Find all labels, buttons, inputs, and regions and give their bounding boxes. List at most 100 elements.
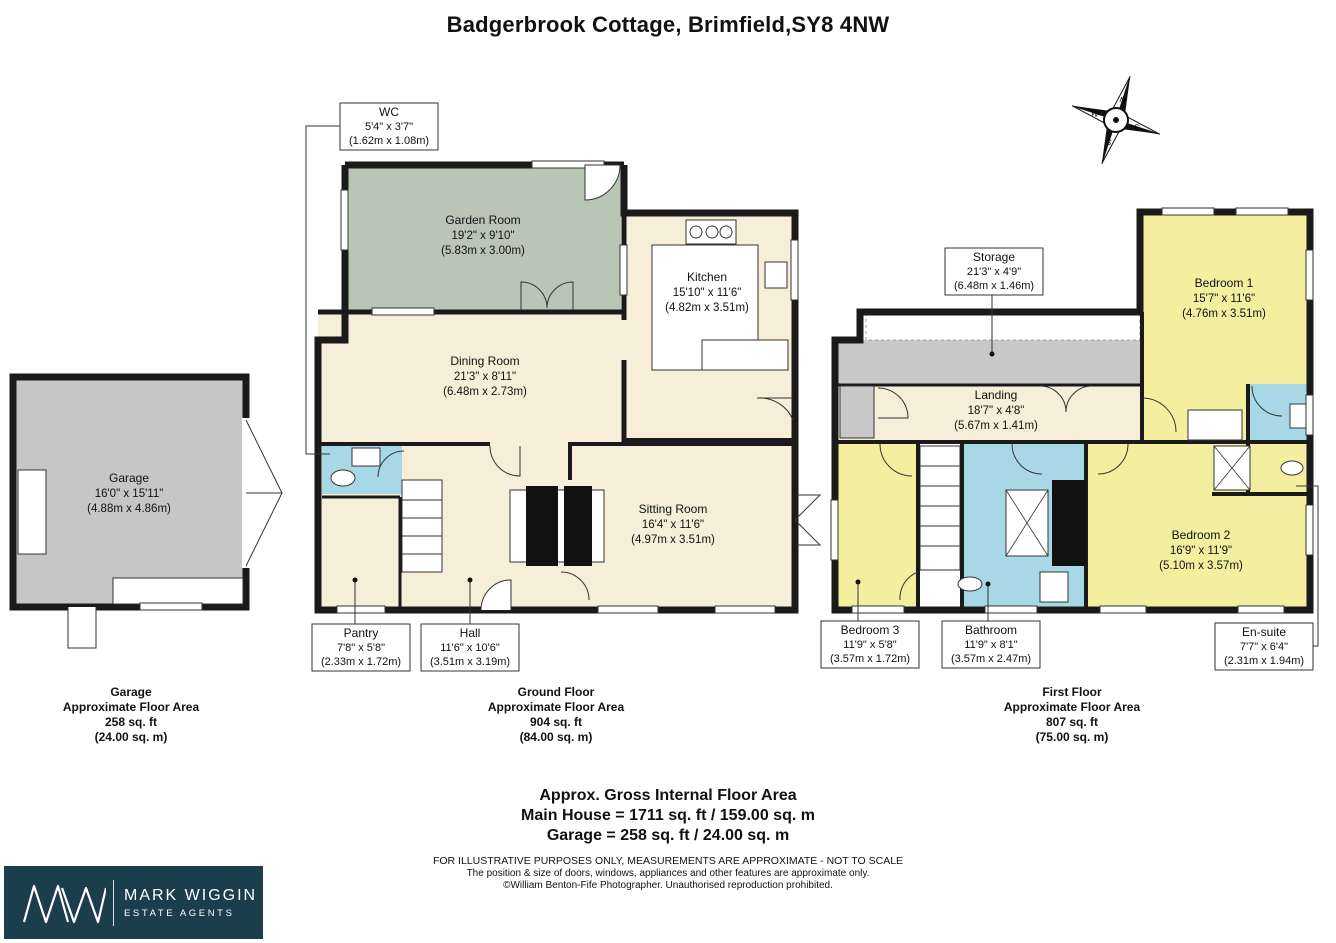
garage-dim-metric: (4.88m x 4.86m) (87, 503, 171, 515)
ensuite-name: En-suite (1242, 625, 1286, 639)
bedroom2-dim-metric: (5.10m x 3.57m) (1159, 560, 1243, 572)
logo-brand: MARK WIGGIN (124, 887, 258, 904)
pantry-marker (352, 577, 358, 583)
sitting-room-dim-imperial: 16'4" x 11'6" (642, 519, 704, 531)
storage-floor (838, 340, 1140, 384)
floor-area-sqft: 258 sq. ft (104, 715, 158, 729)
sitting-patio-doors (794, 494, 822, 546)
compass-s: S (1105, 137, 1113, 147)
floor-name: Garage (110, 685, 152, 699)
ensuite-toilet (1280, 460, 1304, 476)
bedroom1-window-top (1161, 207, 1215, 216)
garden-room-name: Garden Room (445, 213, 520, 227)
sitting-room-dim-metric: (4.97m x 3.51m) (631, 534, 715, 546)
bedroom3-marker (855, 579, 861, 585)
bedroom2-floor (1086, 442, 1308, 610)
bedroom1-wardrobe (1187, 409, 1243, 441)
sitting-window-1 (597, 605, 659, 614)
pantry-dim-metric: (2.33m x 1.72m) (321, 656, 401, 668)
garage-door-right (245, 492, 283, 567)
pantry-label-box (311, 623, 411, 672)
floor-area-label: Approximate Floor Area (487, 700, 625, 714)
bedroom2-window-side (1305, 504, 1314, 556)
wc-label-box (339, 102, 439, 151)
dining-window (371, 307, 435, 316)
wc-toilet (330, 469, 356, 487)
garden-room-door (584, 164, 621, 201)
bedroom3-floor (838, 442, 918, 610)
kitchen-dim-metric: (4.82m x 3.51m) (665, 302, 749, 314)
first-stairs (919, 445, 961, 571)
fireplace-right (564, 486, 592, 566)
hall-marker (467, 577, 473, 583)
bedroom2-window-bottom (1099, 605, 1147, 614)
bedroom3-label-box (820, 620, 920, 669)
dining-room-dim-imperial: 21'3" x 8'11" (454, 371, 516, 383)
ground-floor-plan: Garden Room 19'2" x 9'10" (5.83m x 3.00m… (305, 102, 822, 672)
compass-n: N (1118, 95, 1126, 105)
logo-subtitle: ESTATE AGENTS (124, 908, 235, 919)
garden-room-dim-imperial: 19'2" x 9'10" (451, 230, 514, 242)
bedroom3-name: Bedroom 3 (841, 623, 900, 637)
pantry-dim-imperial: 7'8" x 5'8" (337, 642, 385, 654)
floor-area-label: Approximate Floor Area (62, 700, 200, 714)
compass-rose-icon: N E S W (1072, 76, 1160, 164)
shower-cross (1213, 445, 1251, 491)
ensuite-dim-imperial: 7'7" x 6'4" (1240, 641, 1288, 653)
hob-ring (689, 225, 703, 239)
landing-name: Landing (975, 388, 1018, 402)
bedroom3-door (879, 443, 913, 477)
garage-side-door (67, 607, 97, 649)
disclaimer-line-3: ©William Benton-Fife Photographer. Unaut… (503, 880, 833, 891)
garage-plan: Garage 16'0" x 15'11" (4.88m x 4.86m) (9, 373, 283, 649)
ensuite-dim-metric: (2.31m x 1.94m) (1224, 655, 1304, 667)
bedroom3-window-side (830, 499, 839, 561)
mw-logo-icon (22, 884, 106, 924)
ensuite-basin (1289, 403, 1307, 429)
storage-marker (989, 351, 995, 357)
kitchen-dim-imperial: 15'10" x 11'6" (673, 287, 742, 299)
bathroom-dim-imperial: 11'9" x 8'1" (964, 639, 1017, 651)
bedroom1-name: Bedroom 1 (1195, 276, 1254, 290)
floor-area-sqm: (24.00 sq. m) (94, 730, 168, 744)
wc-basin (351, 447, 381, 467)
garage-dim-imperial: 16'0" x 15'11" (95, 488, 164, 500)
garage-door-left (245, 419, 283, 494)
garden-room-floor (345, 165, 621, 310)
airing-cupboard (839, 385, 875, 439)
chimney-breast (1052, 480, 1086, 566)
bedroom1-door (1141, 397, 1177, 433)
bedroom2-name: Bedroom 2 (1172, 528, 1231, 542)
gross-area-summary: Approx. Gross Internal Floor Area Main H… (368, 786, 968, 846)
wc-leader-line (305, 125, 340, 455)
kitchen-sink (764, 261, 788, 289)
storage-label-box (944, 247, 1044, 296)
gross-garage: Garage = 258 sq. ft / 24.00 sq. m (546, 827, 790, 844)
storage-eaves (865, 311, 1141, 341)
bathroom-basin (1039, 571, 1069, 603)
bedroom1-window-top-2 (1235, 207, 1289, 216)
disclaimer-line-1: FOR ILLUSTRATIVE PURPOSES ONLY, MEASUREM… (432, 855, 904, 867)
sitting-window-2 (714, 605, 776, 614)
gross-main-house: Main House = 1711 sq. ft / 159.00 sq. m (521, 807, 815, 824)
floor-area-sqm: (75.00 sq. m) (1035, 730, 1109, 744)
pantry-name: Pantry (344, 626, 379, 640)
sitting-room-floor (568, 444, 794, 610)
hall-door (489, 445, 521, 477)
bedroom3-dim-metric: (3.57m x 1.72m) (830, 653, 910, 665)
wc-name: WC (379, 105, 399, 119)
garage-floor (13, 377, 246, 607)
hob (685, 219, 737, 245)
ground-floor-caption: Ground Floor Approximate Floor Area 904 … (436, 685, 676, 745)
storage-dim-metric: (6.48m x 1.46m) (954, 280, 1034, 292)
landing-double-door (1039, 385, 1093, 413)
storage-name: Storage (973, 250, 1015, 264)
sitting-room-name: Sitting Room (639, 502, 708, 516)
ensuite-window (1305, 394, 1314, 436)
disclaimer-line-2: The position & size of doors, windows, a… (466, 867, 870, 879)
front-door (480, 579, 512, 611)
wc-dim-imperial: 5'4" x 3'7" (365, 121, 413, 133)
hall-name: Hall (460, 626, 481, 640)
landing-floor (838, 385, 1143, 440)
